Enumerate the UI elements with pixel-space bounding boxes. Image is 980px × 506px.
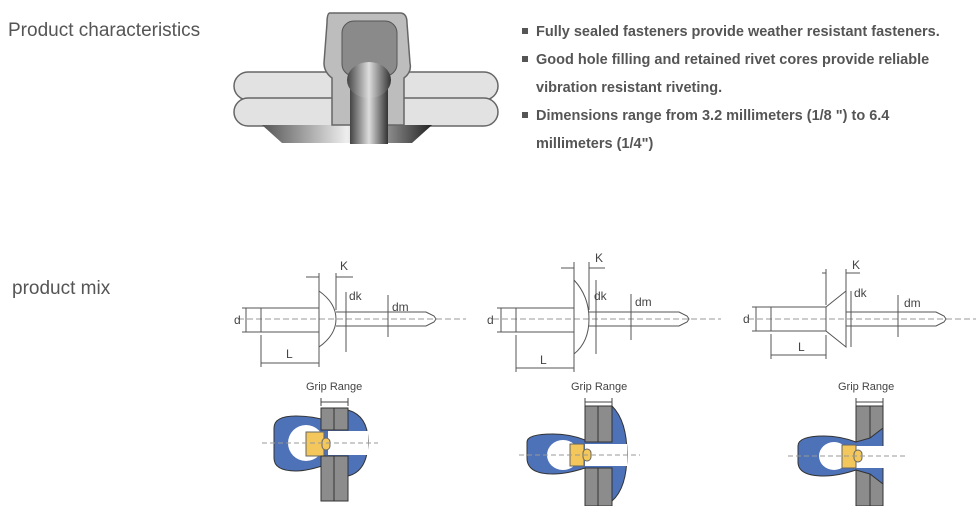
product-characteristics-title: Product characteristics [8,20,201,41]
grip-range-label: Grip Range [838,381,894,393]
k-label: K [595,251,603,265]
dome-head-dimension-drawing: d L K dk dm [234,259,466,367]
dm-label: dm [635,295,652,309]
characteristics-list: Fully sealed fasteners provide weather r… [520,18,980,158]
dome-head-grip-diagram: Grip Range [262,381,378,502]
d-label: d [487,313,494,327]
characteristic-text: Dimensions range from 3.2 millimeters (1… [536,108,890,152]
characteristic-item: Dimensions range from 3.2 millimeters (1… [520,102,946,158]
countersunk-head-dimension-drawing: d L K dk dm [743,258,976,359]
dk-label: dk [594,289,608,303]
d-label: d [743,312,750,326]
characteristic-item: Good hole filling and retained rivet cor… [520,46,976,102]
large-dome-head-dimension-drawing: d L K dk dm [487,251,721,372]
large-dome-head-grip-diagram: Grip Range [519,381,640,506]
characteristic-item: Fully sealed fasteners provide weather r… [520,18,980,46]
l-label: L [540,353,547,367]
bullet-icon [522,56,528,62]
k-label: K [852,258,860,272]
bullet-icon [522,112,528,118]
dm-label: dm [904,296,921,310]
d-label: d [234,313,241,327]
characteristic-text: Fully sealed fasteners provide weather r… [536,24,940,40]
countersunk-head-grip-diagram: Grip Range [788,381,905,506]
rivet-cross-section-image [233,12,499,144]
k-label: K [340,259,348,273]
product-mix-title: product mix [12,278,111,299]
dk-label: dk [854,286,868,300]
dm-label: dm [392,300,409,314]
characteristic-text: Good hole filling and retained rivet cor… [536,52,930,96]
grip-range-label: Grip Range [571,381,627,393]
grip-range-label: Grip Range [306,381,362,393]
dk-label: dk [349,289,363,303]
bullet-icon [522,28,528,34]
l-label: L [286,347,293,361]
l-label: L [798,340,805,354]
